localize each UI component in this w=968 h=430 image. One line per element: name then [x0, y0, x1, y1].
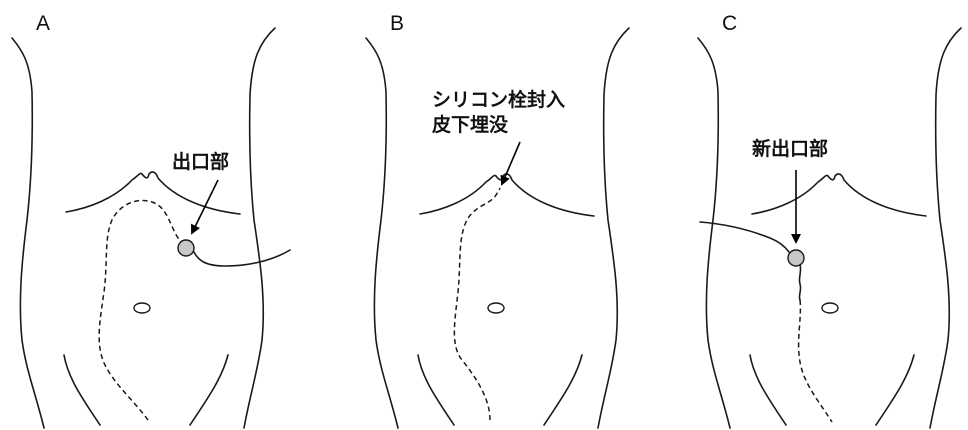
panel-c-ribcage — [752, 174, 926, 216]
panel-a-pelvis-right — [190, 355, 228, 425]
panel-c-exit-site — [788, 250, 804, 266]
panel-a-torso-left — [12, 38, 44, 428]
panel-b-pelvis-left — [418, 355, 454, 425]
panel-a-exit-label: 出口部 — [172, 150, 229, 173]
panel-c-catheter-tunnel — [799, 300, 832, 422]
panel-a-ribcage — [66, 172, 240, 214]
panel-a-letter: A — [36, 12, 50, 35]
panel-c-letter: C — [722, 12, 737, 35]
panel-c-navel — [822, 303, 838, 313]
panel-a-catheter-tunnel — [99, 200, 186, 420]
panel-a-torso-right — [244, 28, 275, 428]
panel-a-arrow — [192, 180, 218, 233]
panel-c-catheter-exit-segment — [799, 264, 800, 300]
panel-c-pelvis-left — [750, 355, 786, 425]
panel-a: A 出口部 — [12, 12, 290, 428]
panel-a-pelvis-left — [64, 355, 100, 425]
panel-a-exit-site — [178, 240, 194, 256]
panel-a-navel — [134, 303, 150, 313]
panel-b-label-line1: シリコン栓封入 — [432, 88, 565, 111]
panel-c-catheter-external — [700, 222, 789, 252]
panel-b-ribcage — [420, 174, 594, 216]
panel-c-torso-right — [930, 28, 961, 428]
panel-b-navel — [488, 303, 504, 313]
panel-b-letter: B — [390, 12, 404, 35]
panel-b: B シリコン栓封入 皮下埋没 — [366, 12, 629, 428]
panel-c: C 新出口部 — [698, 12, 961, 428]
panel-b-pelvis-right — [544, 355, 582, 425]
panel-b-label-line2: 皮下埋没 — [432, 113, 509, 136]
panel-b-torso-right — [598, 28, 629, 428]
panel-c-pelvis-right — [876, 355, 914, 425]
panel-c-torso-left — [698, 38, 730, 428]
panel-b-torso-left — [366, 38, 398, 428]
panel-a-catheter-external — [194, 250, 290, 266]
panel-c-exit-label: 新出口部 — [752, 137, 828, 160]
